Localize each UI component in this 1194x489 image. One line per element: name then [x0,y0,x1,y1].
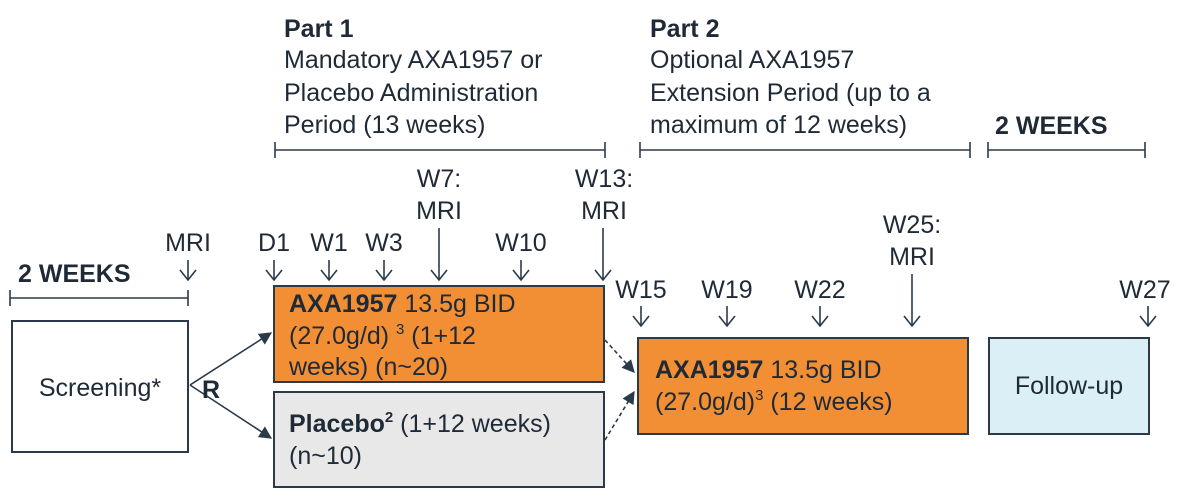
visit-arrow-w13 [594,228,612,282]
randomization-label: R [202,376,221,404]
part1-line2: Placebo Administration [284,79,539,107]
visit-arrow-w25 [903,274,921,328]
placebo-duration: (1+12 weeks) [393,410,551,438]
timepoint-w19: W19 [701,276,753,304]
visit-arrow-w19 [718,306,736,328]
part2-period-bracket [639,142,971,158]
timepoint-w15: W15 [615,276,667,304]
part2-line2: Extension Period (up to a [650,79,931,107]
part1-heading: Part 1 [284,15,354,43]
visit-arrow-w3 [375,260,393,282]
randomization-arrow-lower [189,384,273,439]
transition-arrow-from-axa [604,339,635,373]
axa-part2-duration: (12 weeks) [763,388,893,416]
part2-line3: maximum of 12 weeks) [650,111,908,139]
timepoint-d1: D1 [258,229,290,257]
timepoint-w3: W3 [365,229,403,257]
timepoint-w7-label: W7: [416,165,462,193]
timepoint-w13-mri: MRI [581,197,627,225]
timepoint-w1: W1 [310,229,348,257]
timepoint-w10: W10 [495,229,547,257]
axa-part1-footnote: 3 [396,321,405,338]
visit-arrow-w10 [512,260,530,282]
followup-period-bracket [987,142,1146,158]
timepoint-w27: W27 [1119,276,1171,304]
axa-part2-dose: 13.5g BID [763,356,882,384]
placebo-footnote: 2 [384,409,394,426]
axa1957-part2-box: AXA1957 13.5g BID (27.0g/d)3 (12 weeks) [637,337,969,435]
timepoint-w25-mri: MRI [889,243,935,271]
part2-line1: Optional AXA1957 [650,46,855,74]
screening-period-bracket [9,290,189,306]
transition-arrow-from-placebo [604,390,635,441]
screening-period-label: 2 WEEKS [18,260,131,288]
followup-label: Follow-up [1014,372,1124,400]
timepoint-w7-mri: MRI [416,197,462,225]
visit-arrow-w22 [811,306,829,328]
axa-part1-daily-dose: (27.0g/d) [289,322,397,350]
timepoint-mri-screening: MRI [165,229,211,257]
placebo-label: Placebo [289,410,385,438]
part1-line3: Period (13 weeks) [284,111,486,139]
placebo-box: Placebo2 (1+12 weeks) (n~10) [273,391,605,488]
part2-heading: Part 2 [650,15,720,43]
followup-box: Follow-up [988,337,1150,435]
axa-part1-dose: 13.5g BID [397,290,516,318]
timepoint-w13-label: W13: [574,165,634,193]
visit-arrow-w1 [320,260,338,282]
axa-part2-drug: AXA1957 [655,356,764,384]
axa-part2-footnote: 3 [755,387,764,404]
visit-arrow-mri-screening [179,260,197,282]
placebo-n: (n~10) [289,442,362,470]
axa-part1-duration-a: (1+12 [404,322,476,350]
timepoint-w25-label: W25: [882,211,942,239]
screening-box: Screening* [11,320,189,453]
axa1957-part1-box: AXA1957 13.5g BID (27.0g/d) 3 (1+12 week… [273,285,605,383]
screening-label: Screening* [38,374,162,402]
followup-period-label: 2 WEEKS [995,112,1108,140]
axa-part2-daily-dose: (27.0g/d) [655,388,756,416]
part1-line1: Mandatory AXA1957 or [284,46,543,74]
visit-arrow-w7 [430,228,448,282]
axa-part1-duration-b: weeks) (n~20) [289,353,449,381]
axa-part1-drug: AXA1957 [289,290,398,318]
visit-arrow-d1 [265,260,283,282]
timepoint-w22: W22 [794,276,846,304]
visit-arrow-w15 [632,306,650,328]
randomization-arrow-upper [189,332,273,386]
part1-period-bracket [274,142,606,158]
visit-arrow-w27 [1139,306,1157,328]
